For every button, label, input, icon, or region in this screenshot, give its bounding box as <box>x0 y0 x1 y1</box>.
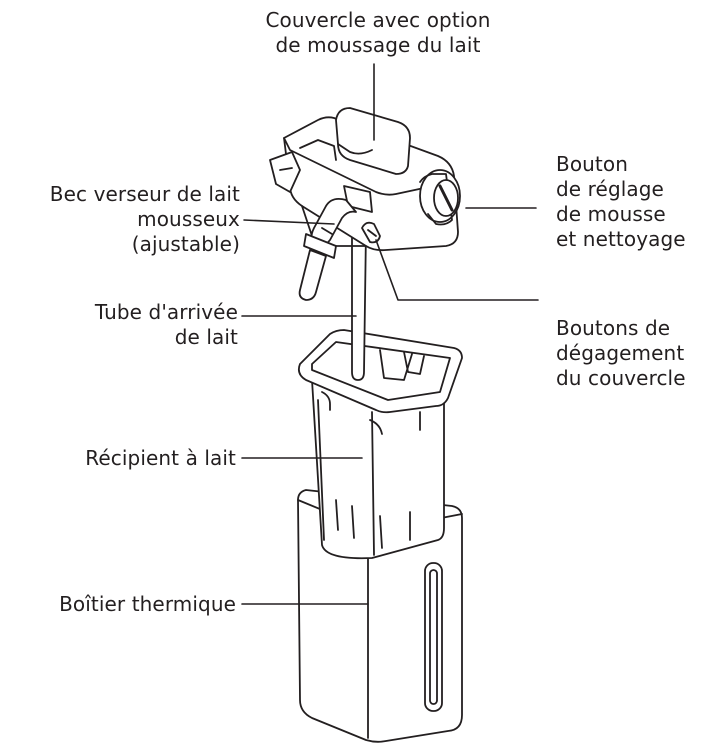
label-housing-line-1: Boîtier thermique <box>59 592 236 616</box>
label-knob-line-4: et nettoyage <box>556 227 686 251</box>
frothed-milk-spout <box>298 197 357 301</box>
label-tube-line-2: de lait <box>174 325 238 349</box>
label-release-line-3: du couvercle <box>556 366 686 390</box>
leader-line-spout <box>243 219 335 225</box>
label-housing: Boîtier thermique <box>0 592 236 617</box>
froth-knob <box>419 169 461 226</box>
label-tube-line-1: Tube d'arrivée <box>94 300 238 324</box>
label-lid: Couvercle avec option de moussage du lai… <box>238 8 518 58</box>
label-release-line-2: dégagement <box>556 341 685 365</box>
label-knob: Bouton de réglage de mousse et nettoyage <box>556 152 686 252</box>
label-spout-line-2: mousseux <box>137 207 240 231</box>
leader-line-release <box>375 239 539 301</box>
label-container: Récipient à lait <box>0 446 236 471</box>
milk-intake-tube <box>351 229 367 381</box>
label-knob-line-1: Bouton <box>556 152 628 176</box>
label-knob-line-2: de réglage <box>556 177 664 201</box>
leader-lines <box>241 63 539 605</box>
label-lid-line-1: Couvercle avec option <box>265 8 491 32</box>
label-tube: Tube d'arrivée de lait <box>0 300 238 350</box>
label-container-line-1: Récipient à lait <box>85 446 236 470</box>
label-lid-line-2: de moussage du lait <box>275 33 481 57</box>
label-release: Boutons de dégagement du couvercle <box>556 316 686 391</box>
label-spout: Bec verseur de lait mousseux (ajustable) <box>0 182 240 257</box>
milk-container <box>297 329 463 560</box>
label-knob-line-3: de mousse <box>556 202 666 226</box>
label-release-line-1: Boutons de <box>556 316 671 340</box>
label-spout-line-3: (ajustable) <box>131 232 240 256</box>
label-spout-line-1: Bec verseur de lait <box>49 182 240 206</box>
